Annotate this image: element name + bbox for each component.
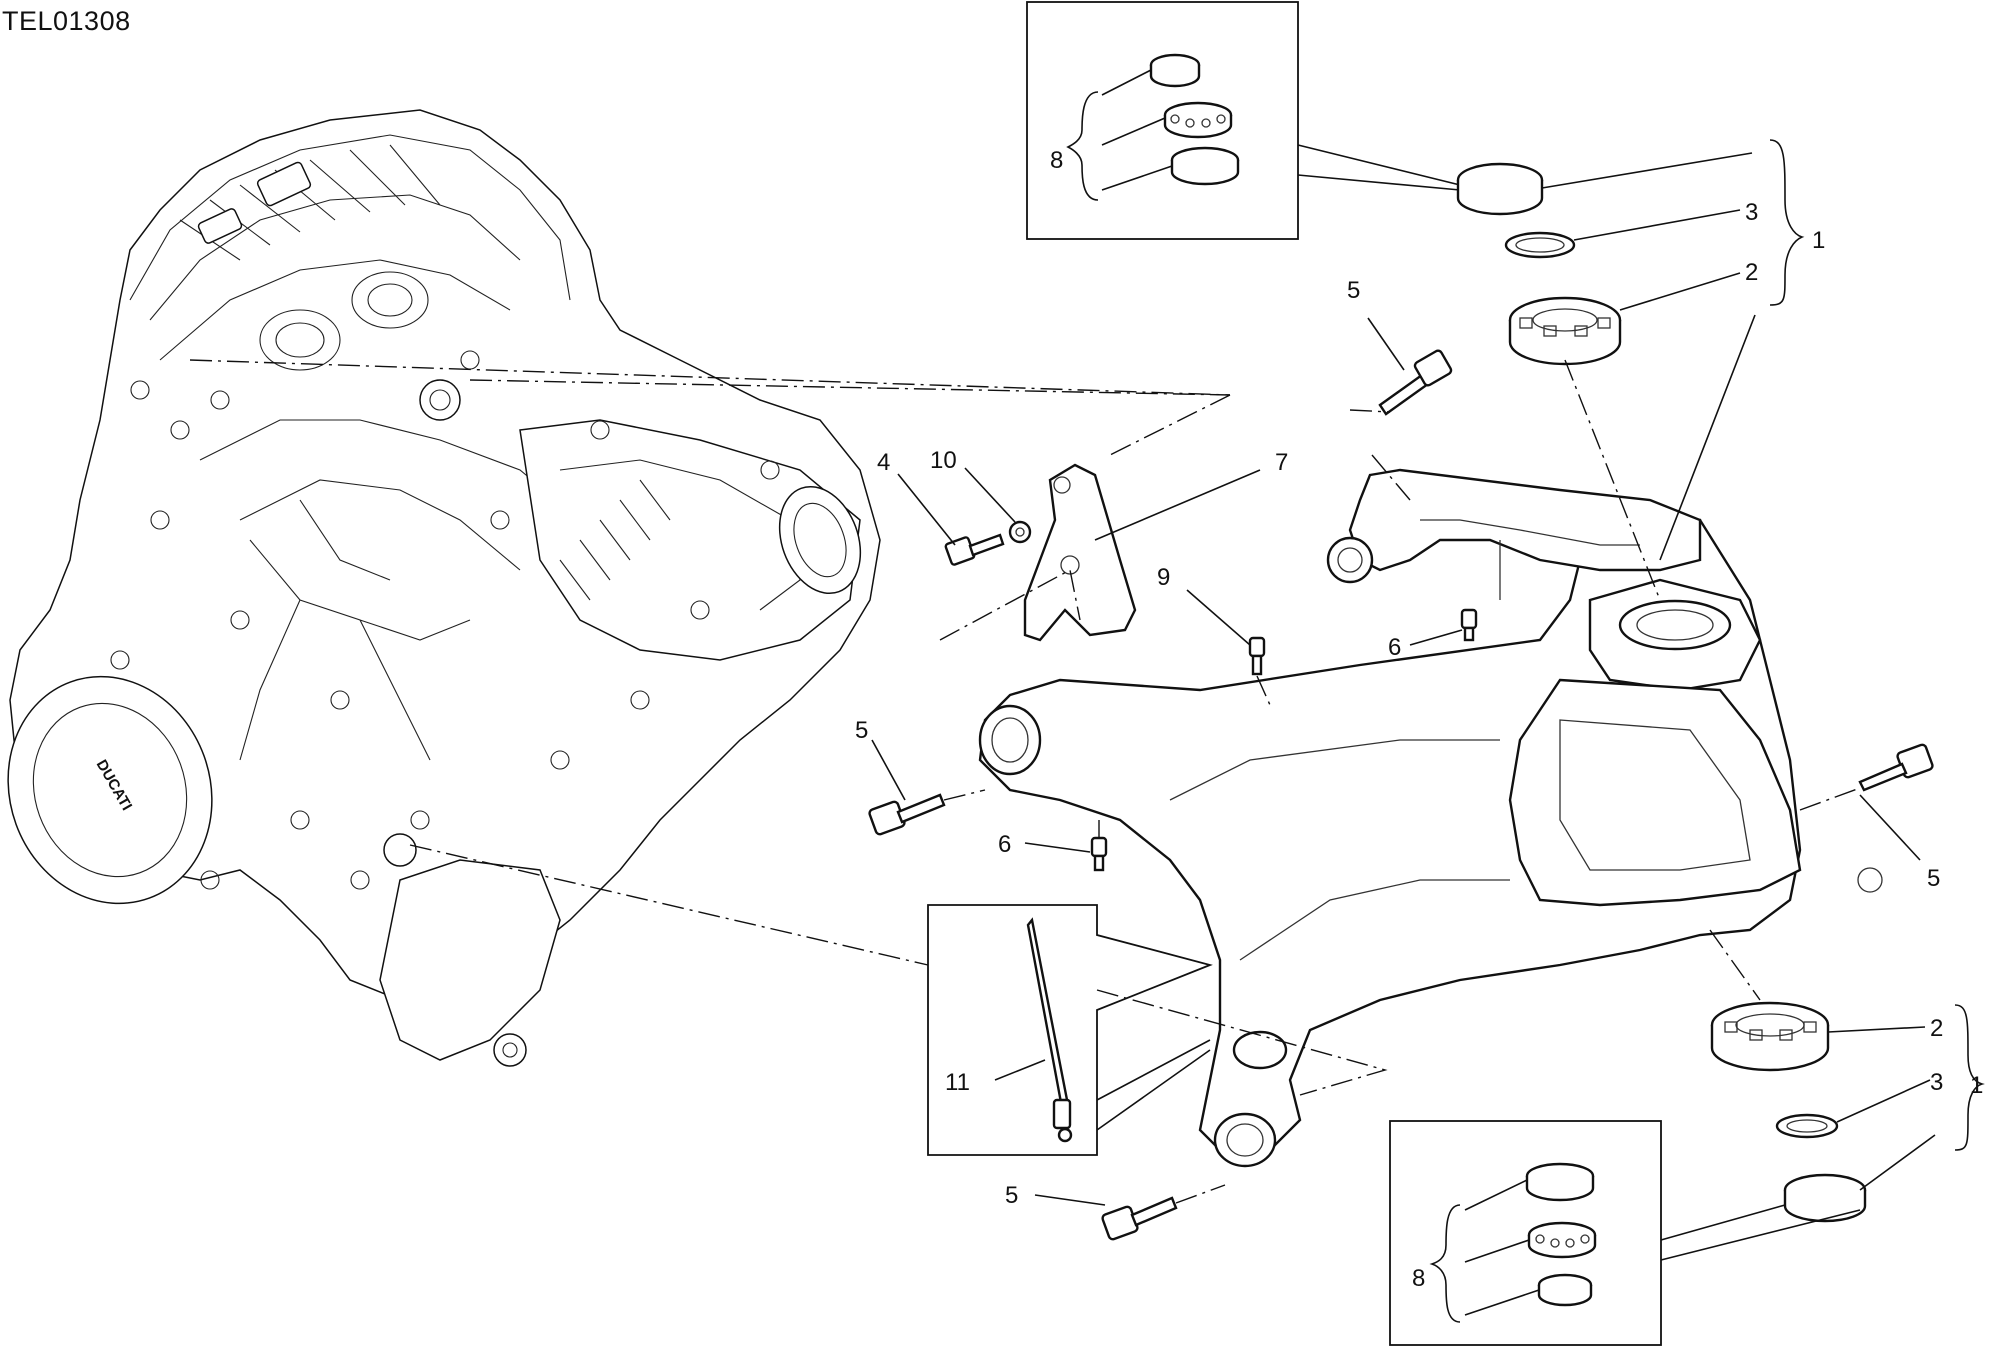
frame-assembly <box>978 468 1883 1168</box>
bolt-4: 4 <box>877 449 1005 566</box>
callout-8-bottom: 8 <box>1412 1265 1425 1292</box>
callout-2-bottom: 2 <box>1930 1015 1943 1042</box>
callout-6-lower: 6 <box>998 831 1011 858</box>
callout-5-top: 5 <box>1347 277 1360 304</box>
diagram-code: TEL01308 <box>2 6 131 36</box>
callout-7: 7 <box>1275 449 1288 476</box>
bolt-5-left: 5 <box>855 717 986 836</box>
fitting-6-upper: 6 <box>1388 608 1478 661</box>
callout-5-right: 5 <box>1927 865 1940 892</box>
fitting-6-lower: 6 <box>998 820 1108 872</box>
bracket-7: 7 <box>939 449 1288 642</box>
bearing-detail-inset-top: 8 <box>1026 1 1461 240</box>
callout-6-upper: 6 <box>1388 634 1401 661</box>
callout-2-top: 2 <box>1745 259 1758 286</box>
engine-assembly: DUCATI <box>7 109 881 1067</box>
cable-tie-inset-11: 11 <box>927 904 1213 1156</box>
callout-3-bottom: 3 <box>1930 1069 1943 1096</box>
fitting-9: 9 <box>1157 564 1271 706</box>
callout-9: 9 <box>1157 564 1170 591</box>
bolt-5-right: 5 <box>1799 743 1940 892</box>
callout-11: 11 <box>945 1069 970 1096</box>
callout-1-top: 1 <box>1812 227 1825 254</box>
washer-10: 10 <box>930 447 1032 544</box>
callout-4: 4 <box>877 449 890 476</box>
steering-bearing-top: 3 2 1 <box>1456 139 1825 601</box>
callout-5-bottom: 5 <box>1005 1182 1018 1209</box>
bearing-detail-inset-bottom: 8 <box>1389 1120 1861 1346</box>
callout-8-top: 8 <box>1050 147 1063 174</box>
callout-3-top: 3 <box>1745 199 1758 226</box>
mounting-reference-lines <box>189 359 1388 1096</box>
bolt-5-top: 5 <box>1347 277 1453 501</box>
callout-10: 10 <box>930 447 957 474</box>
callout-5-left: 5 <box>855 717 868 744</box>
bolt-5-bottom: 5 <box>1005 1182 1226 1241</box>
steering-bearing-bottom: 2 3 1 <box>1709 929 1985 1223</box>
callout-1-bottom: 1 <box>1970 1072 1983 1099</box>
